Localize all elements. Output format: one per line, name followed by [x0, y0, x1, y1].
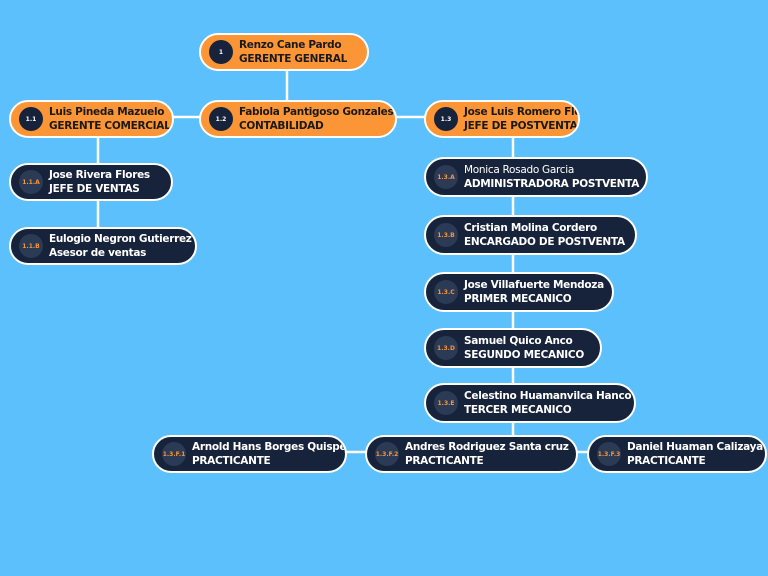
- node-role: TERCER MECANICO: [464, 404, 572, 416]
- node-role: GERENTE GENERAL: [239, 53, 347, 65]
- node-number-badge: 1.3.B: [434, 223, 458, 247]
- node-number-badge: 1.3.D: [434, 336, 458, 360]
- node-name: Arnold Hans Borges Quispe: [192, 441, 347, 453]
- node-name: Eulogio Negron Gutierrez: [49, 233, 192, 245]
- node-name: Monica Rosado Garcia: [464, 164, 574, 176]
- node-name: Fabiola Pantigoso Gonzales: [239, 106, 394, 118]
- node-name: Cristian Molina Cordero: [464, 222, 597, 234]
- node-name: Jose Luis Romero Flores: [464, 106, 580, 118]
- node-role: PRACTICANTE: [192, 455, 271, 467]
- node-number-badge: 1.3.F.1: [162, 442, 186, 466]
- node-number-badge: 1.1.B: [19, 234, 43, 258]
- node-name: Celestino Huamanvilca Hanco: [464, 390, 632, 402]
- node-role: JEFE DE VENTAS: [49, 183, 140, 195]
- node-number-badge: 1.3.F.2: [375, 442, 399, 466]
- node-number-badge: 1.2: [209, 107, 233, 131]
- node-name: Samuel Quico Anco: [464, 335, 573, 347]
- node-number-badge: 1.3: [434, 107, 458, 131]
- node-role: PRACTICANTE: [405, 455, 484, 467]
- node-number-badge: 1.3.C: [434, 280, 458, 304]
- node-number-badge: 1.3.A: [434, 165, 458, 189]
- node-name: Luis Pineda Mazuelo: [49, 106, 165, 118]
- node-number-badge: 1.1.A: [19, 170, 43, 194]
- node-name: Jose Villafuerte Mendoza: [464, 279, 604, 291]
- node-name: Renzo Cane Pardo: [239, 39, 342, 51]
- node-role: GERENTE COMERCIAL: [49, 120, 171, 132]
- node-number-badge: 1.3.E: [434, 391, 458, 415]
- node-role: ENCARGADO DE POSTVENTA: [464, 236, 625, 248]
- node-number-badge: 1.1: [19, 107, 43, 131]
- node-role: JEFE DE POSTVENTAS: [464, 120, 580, 132]
- node-role: PRACTICANTE: [627, 455, 706, 467]
- node-name: Jose Rivera Flores: [49, 169, 150, 181]
- node-number-badge: 1.3.F.3: [597, 442, 621, 466]
- node-role: ADMINISTRADORA POSTVENTA: [464, 178, 640, 190]
- node-name: Daniel Huaman Calizaya: [627, 441, 763, 453]
- node-role: SEGUNDO MECANICO: [464, 349, 584, 361]
- node-number-badge: 1: [209, 40, 233, 64]
- node-role: Asesor de ventas: [49, 247, 147, 259]
- node-role: CONTABILIDAD: [239, 120, 324, 132]
- node-name: Andres Rodriguez Santa cruz: [405, 441, 569, 453]
- node-role: PRIMER MECANICO: [464, 293, 572, 305]
